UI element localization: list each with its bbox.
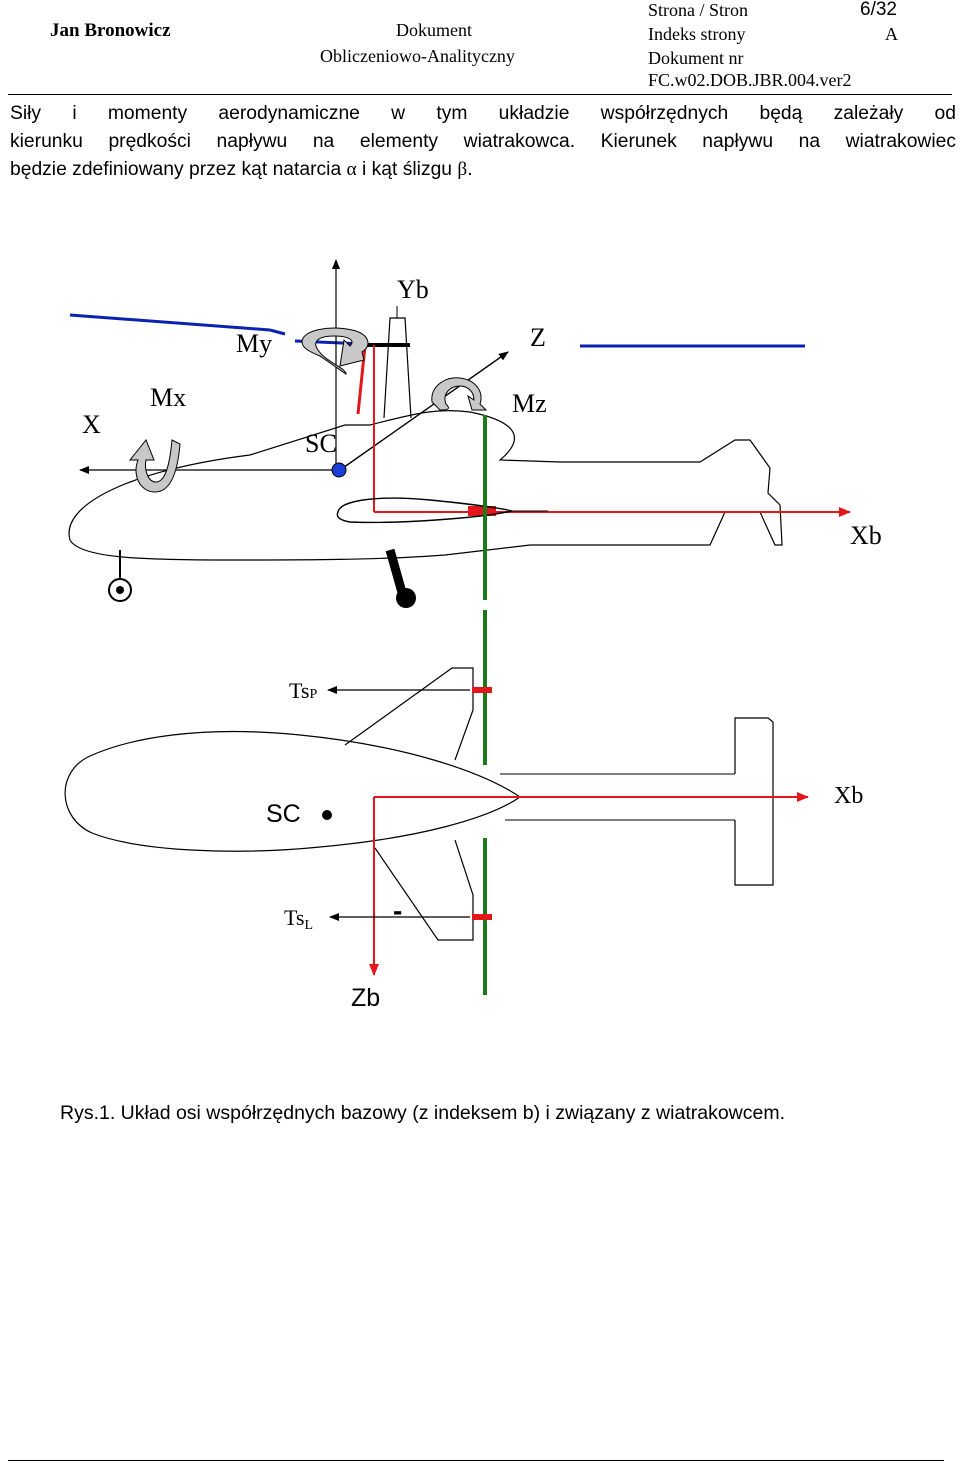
beta-symbol: β	[457, 159, 468, 180]
label-sc-top: SC	[266, 800, 301, 828]
label-tsp: TsP	[289, 678, 317, 703]
body-paragraph: Siły i momenty aerodynamiczne w tym ukła…	[10, 100, 956, 184]
paragraph-text: będzie zdefiniowany przez kąt natarcia	[10, 159, 347, 180]
main-wheel	[396, 588, 416, 608]
header-page-label: Strona / Stron	[648, 0, 749, 20]
top-view: TsP SC Xb TsL - Zb	[64, 610, 863, 1012]
header-index-value: A	[885, 24, 898, 44]
nose-wheel-hub	[116, 586, 124, 594]
side-mast-pylon	[383, 317, 412, 419]
paragraph-line: będzie zdefiniowany przez kąt natarcia α…	[10, 156, 956, 184]
side-view: Yb My Z X Mx Mz SC Xb	[68, 259, 882, 608]
alpha-symbol: α	[346, 159, 357, 180]
page-header: Jan Bronowicz Dokument Obliczeniowo-Anal…	[0, 0, 960, 96]
red-hinge-mark	[468, 506, 496, 516]
mx-rotation-arrow	[128, 439, 181, 493]
label-sc-side: SC	[305, 429, 337, 458]
label-yb: Yb	[397, 275, 429, 304]
label-xb-top: Xb	[834, 783, 863, 809]
label-x: X	[82, 410, 101, 439]
sc-point-top	[322, 810, 332, 820]
header-author: Jan Bronowicz	[50, 20, 171, 41]
main-gear-strut	[385, 548, 408, 598]
label-tsl: TsL	[284, 905, 313, 933]
label-my: My	[236, 329, 272, 358]
label-mx: Mx	[150, 383, 186, 412]
my-rotation-arrow	[301, 327, 369, 375]
figure-caption: Rys.1. Układ osi współrzędnych bazowy (z…	[60, 1102, 786, 1124]
header-doc-type-line1: Dokument	[396, 20, 472, 40]
red-mark-upper	[472, 687, 492, 693]
label-tsl-main: Ts	[284, 905, 304, 930]
paragraph-text: i kąt ślizgu	[356, 159, 458, 180]
rotor-blade-left-seg	[269, 328, 286, 336]
label-minus: -	[393, 895, 402, 926]
label-tsp-sub: P	[309, 687, 317, 702]
wing-upper	[344, 667, 474, 761]
axis-z-arrow	[339, 351, 509, 471]
top-fuselage-outline	[64, 730, 522, 852]
rotor-blade-left	[69, 313, 271, 332]
header-docnr-label: Dokument nr	[648, 48, 744, 68]
paragraph-text: .	[467, 159, 473, 180]
label-tsl-sub: L	[304, 918, 313, 933]
sc-point-side	[331, 462, 347, 478]
header-page-value: 6/32	[860, 0, 897, 20]
header-index-label: Indeks strony	[648, 24, 746, 44]
label-zb: Zb	[351, 984, 380, 1012]
label-z: Z	[530, 323, 546, 352]
red-mark-lower	[472, 914, 492, 920]
horizontal-tail	[734, 717, 774, 886]
label-xb-side: Xb	[850, 521, 882, 550]
header-divider	[8, 94, 952, 95]
header-doc-type-line2: Obliczeniowo-Analityczny	[320, 46, 515, 66]
mz-rotation-arrow	[431, 377, 488, 411]
header-docnr-value: FC.w02.DOB.JBR.004.ver2	[648, 70, 852, 90]
paragraph-line: kierunku prędkości napływu na elementy w…	[10, 131, 956, 152]
autogyro-axes-figure: Yb My Z X Mx Mz SC Xb TsP SC	[64, 259, 882, 1012]
label-mz: Mz	[512, 389, 547, 418]
paragraph-line: Siły i momenty aerodynamiczne w tym ukła…	[10, 103, 956, 124]
label-tsp-main: Ts	[289, 678, 309, 703]
side-fuselage-outline	[68, 409, 783, 561]
footer-divider	[8, 1460, 944, 1461]
wing-lower	[374, 839, 474, 941]
